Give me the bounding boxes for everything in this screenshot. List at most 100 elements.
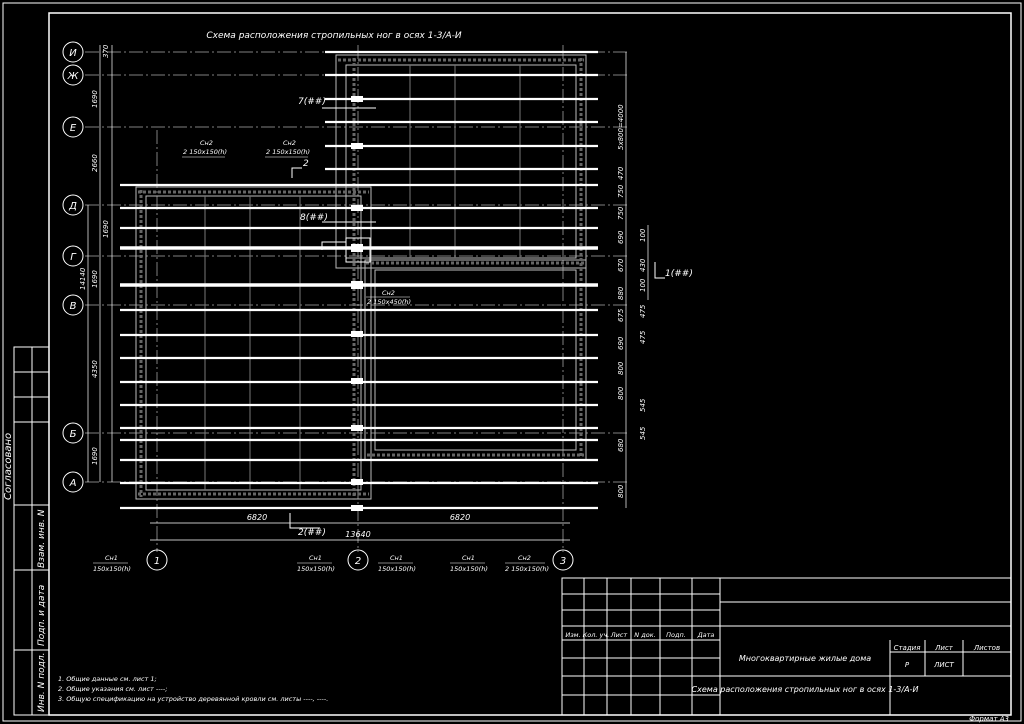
bottom-label-size-1: 150x150(h) — [93, 565, 131, 573]
dim-right-lines — [625, 52, 649, 508]
dim-right-545a: 545 — [639, 398, 647, 412]
dim-left-2660: 2660 — [91, 154, 99, 172]
tb-sheet: ЛИСТ — [933, 661, 954, 669]
tb-h-list: Лист — [610, 631, 628, 639]
dim-right-800b: 800 — [617, 386, 625, 400]
bottom-label-name-3: Сн1 — [390, 554, 403, 562]
stamp-inv-original: Инв. N подл. — [37, 653, 47, 712]
title-block — [561, 577, 1012, 716]
bottom-label-name-2: Сн1 — [309, 554, 322, 562]
dim-right-100b: 100 — [639, 278, 647, 292]
axis-label-2: 2 — [355, 556, 361, 567]
beam-label-size-3: 2 150x450(h) — [367, 298, 411, 306]
dim-right-100a: 100 — [639, 228, 647, 242]
section-mark-7: 7(##) — [298, 97, 326, 107]
drawing-title: Схема расположения стропильных ног в ося… — [206, 31, 462, 41]
ridge-joints — [351, 96, 363, 511]
mark1-line — [654, 262, 665, 279]
node-box — [345, 237, 371, 263]
axis-label-G: Г — [70, 252, 77, 263]
dim-right-690b: 690 — [617, 336, 625, 350]
dim-left-lines — [87, 45, 113, 482]
bottom-label-name-5: Сн2 — [518, 554, 531, 562]
dim-right-675: 675 — [617, 308, 625, 322]
note-1: 1. Общие данные см. лист 1; — [58, 675, 157, 683]
dim-right-5x800: 5x800=4000 — [617, 104, 625, 150]
beam-label-name-1: Сн2 — [200, 139, 213, 147]
beam-label-size-1: 2 150x150(h) — [183, 148, 227, 156]
axis-label-A: А — [69, 478, 77, 489]
dim-right-670: 670 — [617, 258, 625, 272]
dim-bottom-13640: 13640 — [345, 530, 370, 539]
format-label: Формат А3 — [969, 715, 1009, 723]
dim-right-690: 690 — [617, 230, 625, 244]
tb-sheets-h: Листов — [973, 644, 1000, 652]
dim-bottom-6820a: 6820 — [247, 513, 267, 522]
dim-bottom-lines — [150, 522, 570, 541]
bottom-label-name-1: Сн1 — [105, 554, 118, 562]
grid-axes-vertical — [156, 45, 564, 552]
dim-left-370: 370 — [102, 44, 110, 58]
dim-left-1690a: 1690 — [91, 90, 99, 108]
section-mark-2: 2(##) — [298, 528, 326, 538]
dim-left-1690d: 1690 — [91, 447, 99, 465]
axis-label-3: 3 — [560, 556, 566, 567]
tb-project: Многоквартирные жилые дома — [739, 654, 871, 663]
dim-left-4350: 4350 — [91, 360, 99, 378]
dim-right-470: 470 — [617, 166, 625, 180]
dim-right-545b: 545 — [639, 426, 647, 440]
axis-label-B: Б — [70, 429, 77, 440]
cut-mark-2: 2 — [303, 159, 309, 169]
axis-bubbles-numbers — [146, 549, 574, 571]
dim-right-880: 880 — [617, 286, 625, 300]
wall-hatch — [138, 58, 584, 500]
dim-right-750a: 750 — [617, 184, 625, 198]
tb-sheet-title: Схема расположения стропильных ног в ося… — [692, 685, 919, 694]
dim-left-labels: 370 1690 2660 1690 14140 1690 4350 1690 — [79, 44, 110, 465]
stamp-replace-inv: Взам. инв. N — [37, 509, 47, 568]
beam-label-name-3: Сн2 — [382, 289, 395, 297]
axis-label-Zh: Ж — [67, 71, 80, 82]
rafters-main — [120, 183, 598, 510]
tb-sheet-h: Лист — [934, 644, 954, 652]
dim-right-800c: 800 — [617, 484, 625, 498]
axis-label-D: Д — [68, 201, 77, 212]
mark2-line — [289, 513, 320, 529]
tb-h-izm: Изм. — [565, 631, 580, 639]
dim-right-430: 430 — [639, 258, 647, 272]
dim-right-800a: 800 — [617, 361, 625, 375]
dim-bottom-6820b: 6820 — [450, 513, 470, 522]
tb-h-data: Дата — [697, 631, 715, 639]
tb-stage-h: Стадия — [894, 644, 921, 652]
stamp-sign-date: Подп. и дата — [37, 585, 47, 646]
tb-h-ndoc: N док. — [634, 631, 655, 639]
node-leader — [321, 241, 346, 250]
note-3: 3. Общую спецификацию на устройство дере… — [58, 695, 328, 703]
side-stamp — [13, 346, 50, 716]
axis-bubbles-letters — [62, 41, 84, 493]
stamp-agreed: Согласовано — [3, 433, 14, 500]
beam-label-name-2: Сн2 — [283, 139, 296, 147]
dim-right-475b: 475 — [639, 330, 647, 344]
tb-stage: Р — [905, 661, 910, 669]
dim-left-1690b: 1690 — [102, 220, 110, 238]
axis-label-1: 1 — [154, 556, 160, 567]
rafters-upper — [325, 50, 598, 171]
grid-axes-horizontal — [85, 51, 630, 483]
dim-left-14140: 14140 — [79, 267, 87, 290]
axis-label-E: Е — [70, 123, 77, 134]
bottom-label-size-5: 2 150x150(h) — [505, 565, 549, 573]
section-mark-8: 8(##) — [300, 213, 328, 223]
tb-h-kol: Кол. уч. — [583, 631, 610, 639]
beam-label-size-2: 2 150x150(h) — [266, 148, 310, 156]
bottom-label-size-3: 150x150(h) — [378, 565, 416, 573]
dim-right-680: 680 — [617, 438, 625, 452]
bottom-label-name-4: Сн1 — [462, 554, 475, 562]
bottom-label-size-2: 150x150(h) — [297, 565, 335, 573]
inner-frame — [48, 12, 1012, 716]
dim-right-475a: 475 — [639, 304, 647, 318]
section-mark-1: 1(##) — [665, 269, 693, 279]
axis-label-I: И — [69, 48, 77, 59]
